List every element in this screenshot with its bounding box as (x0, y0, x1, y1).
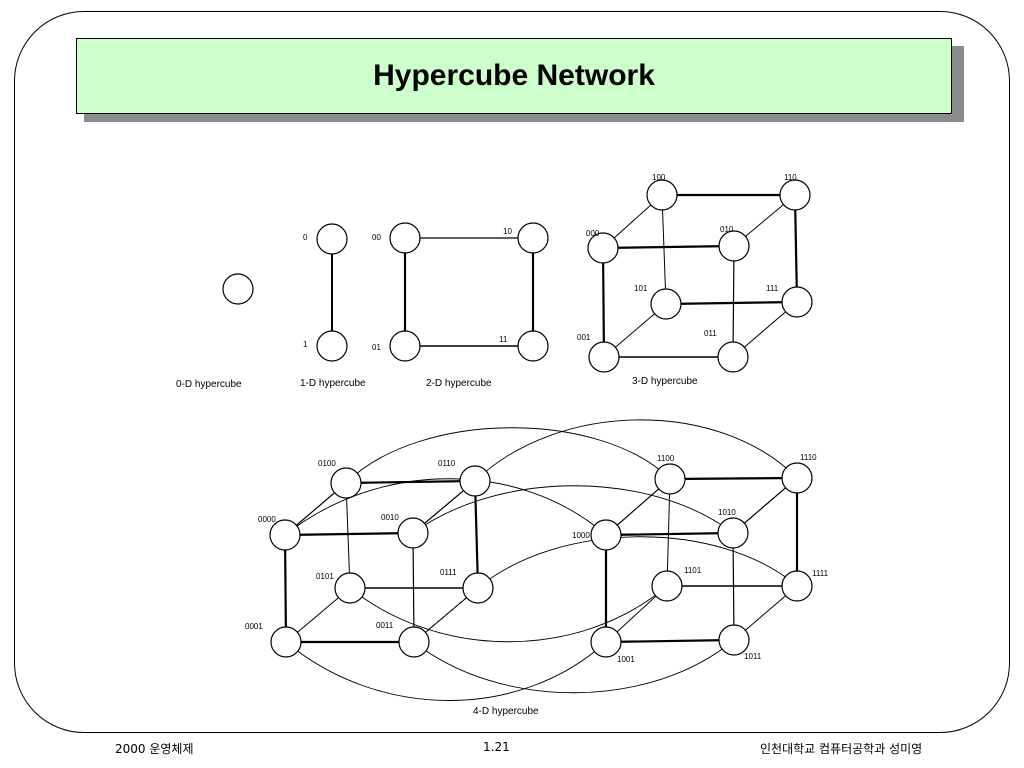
node-4d (781, 462, 813, 494)
title-box: Hypercube Network (76, 38, 952, 114)
node-label: 0110 (438, 459, 456, 468)
footer-right: 인천대학교 컴퓨터공학과 성미영 (760, 742, 923, 756)
edge-4d (473, 480, 480, 589)
dimension-link (345, 427, 671, 484)
dimension-link (474, 419, 798, 482)
caption-0d: 0-D hypercube (176, 379, 242, 390)
node-label: 0010 (381, 513, 399, 522)
node-4d (270, 626, 302, 658)
node-label: 1110 (800, 453, 817, 462)
node-label: 0001 (245, 622, 263, 631)
node-label: 111 (766, 284, 779, 293)
footer-page-number: 1.21 (483, 740, 510, 754)
node-label: 1101 (684, 566, 702, 575)
caption-1d: 1-D hypercube (300, 378, 366, 389)
edge-4d (283, 534, 288, 643)
node-4d (651, 570, 683, 602)
node-2d (389, 330, 421, 362)
node-4d (459, 465, 491, 497)
node-4d (590, 626, 622, 658)
edge-4d (605, 531, 734, 537)
node-4d (717, 517, 749, 549)
dimension-link (413, 639, 735, 694)
edge-4d (284, 531, 414, 537)
edge-4d (669, 476, 798, 481)
edge-3d (601, 247, 606, 358)
node-4d (397, 517, 429, 549)
caption-4d: 4-D hypercube (473, 706, 539, 717)
node-4d (781, 570, 813, 602)
node-4d (590, 519, 622, 551)
edge-4d (666, 478, 671, 587)
dimension-link (285, 641, 607, 701)
node-label: 01 (372, 343, 381, 352)
node-2d (389, 222, 421, 254)
slide-title: Hypercube Network (373, 59, 655, 92)
node-label: 0100 (318, 459, 336, 468)
node-3d (779, 179, 811, 211)
node-label: 0111 (440, 568, 457, 577)
node-2d (517, 330, 549, 362)
node-label: 001 (577, 333, 591, 342)
node-label: 1111 (812, 569, 829, 578)
node-label: 1000 (572, 531, 590, 540)
node-label: 00 (372, 233, 381, 242)
dimension-link (284, 478, 607, 536)
node-4d (718, 624, 750, 656)
dimension-link (477, 536, 798, 589)
edge-4d (345, 479, 476, 485)
edge-3d (793, 194, 799, 303)
node-label: 0101 (316, 572, 334, 581)
edge-3d (665, 300, 798, 306)
edge-4d (605, 638, 735, 644)
node-4d (334, 572, 366, 604)
dimension-link (412, 485, 734, 534)
node-label: 0000 (258, 515, 276, 524)
node-4d (269, 519, 301, 551)
node-label: 100 (652, 173, 666, 182)
node-1d (316, 330, 348, 362)
node-label: 11 (499, 335, 508, 344)
node-4d (398, 626, 430, 658)
node-label: 0011 (376, 621, 394, 630)
node-label: 1100 (657, 454, 675, 463)
node-3d (650, 288, 682, 320)
dimension-link (349, 585, 668, 643)
node-label: 1001 (617, 655, 635, 664)
node-3d (588, 341, 620, 373)
node-4d (654, 463, 686, 495)
node-4d (462, 572, 494, 604)
node-3d (646, 179, 678, 211)
node-3d (717, 341, 749, 373)
slide-frame (14, 11, 1010, 733)
edge-4d (345, 482, 351, 589)
node-1d (316, 223, 348, 255)
node-label: 1 (303, 340, 308, 349)
footer-left: 2000 운영체제 (115, 742, 194, 756)
edge-3d (732, 245, 735, 358)
node-2d (517, 222, 549, 254)
node-3d (781, 286, 813, 318)
node-label: 010 (720, 225, 734, 234)
node-label: 0 (303, 233, 308, 242)
node-label: 10 (503, 227, 512, 236)
node-4d (330, 467, 362, 499)
node-3d (718, 230, 750, 262)
node-label: 011 (704, 329, 717, 338)
edge-3d (661, 194, 667, 305)
node-label: 1011 (744, 652, 762, 661)
caption-2d: 2-D hypercube (426, 378, 492, 389)
node-3d (587, 232, 619, 264)
node-label: 000 (586, 229, 600, 238)
edge-3d (602, 244, 735, 250)
caption-3d: 3-D hypercube (632, 376, 698, 387)
node-label: 101 (634, 284, 648, 293)
node-0d (222, 273, 254, 305)
node-label: 110 (784, 173, 797, 182)
node-label: 1010 (718, 508, 736, 517)
